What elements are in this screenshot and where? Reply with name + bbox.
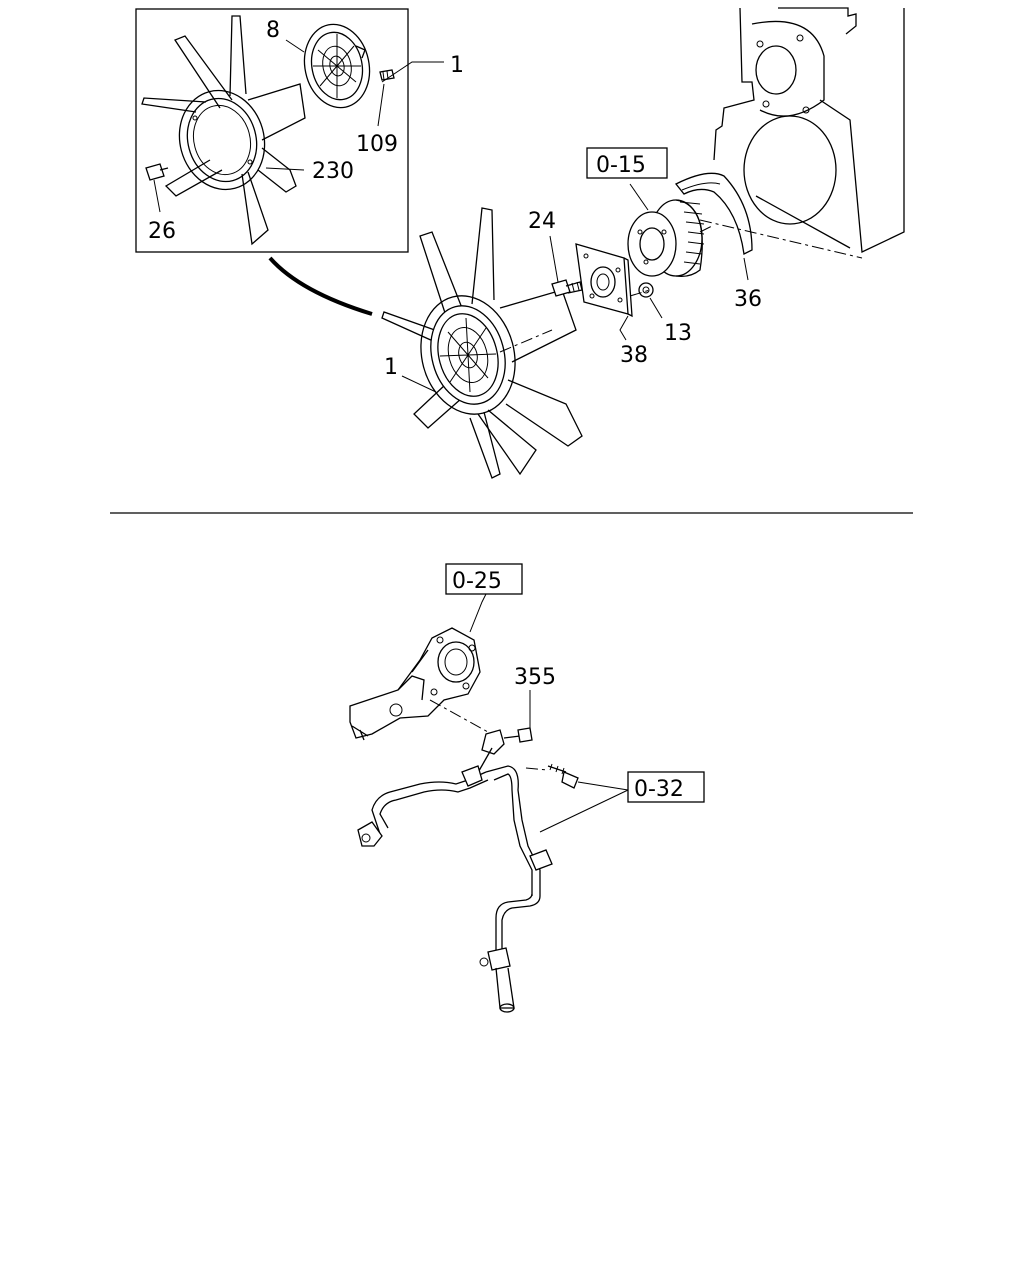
inset-bolt-icon [145,163,169,181]
nut-icon [638,282,654,298]
label-38: 38 [620,343,648,368]
ref-label-0-15: 0-15 [596,153,646,178]
fan-clutch-icon [420,295,516,415]
ref-box-0-25 [445,563,523,595]
pipe-section [349,593,629,1013]
label-355: 355 [514,665,556,690]
label-13: 13 [664,321,692,346]
thermostat-housing-icon [349,627,481,741]
ref-label-0-32: 0-32 [634,777,684,802]
inset-pointer-arrow [268,256,373,316]
pipe-bolt-icon [547,763,579,789]
belt-cover-icon [674,172,753,255]
inset-fan-icon [141,15,306,246]
label-1: 1 [384,355,398,380]
label-26: 26 [148,219,176,244]
inset-clutch-icon [303,23,371,109]
bracket-plate-icon [575,243,633,318]
label-1-inset: 1 [450,53,464,78]
label-230: 230 [312,159,354,184]
ref-label-0-25: 0-25 [452,569,502,594]
bolt-icon [551,279,583,297]
water-pipe-icon [357,765,553,1013]
label-8: 8 [266,18,280,43]
inset-frame [135,8,409,253]
label-36: 36 [734,287,762,312]
pipe-bracket-icon [475,727,533,777]
label-109: 109 [356,132,398,157]
pulley-icon [627,199,705,278]
label-24: 24 [528,209,556,234]
fan-blade-icon [381,207,583,479]
engine-block-icon [499,7,905,353]
ref-box-0-15 [586,147,668,179]
fan-section [135,7,905,479]
ref-box-0-32 [627,771,705,803]
